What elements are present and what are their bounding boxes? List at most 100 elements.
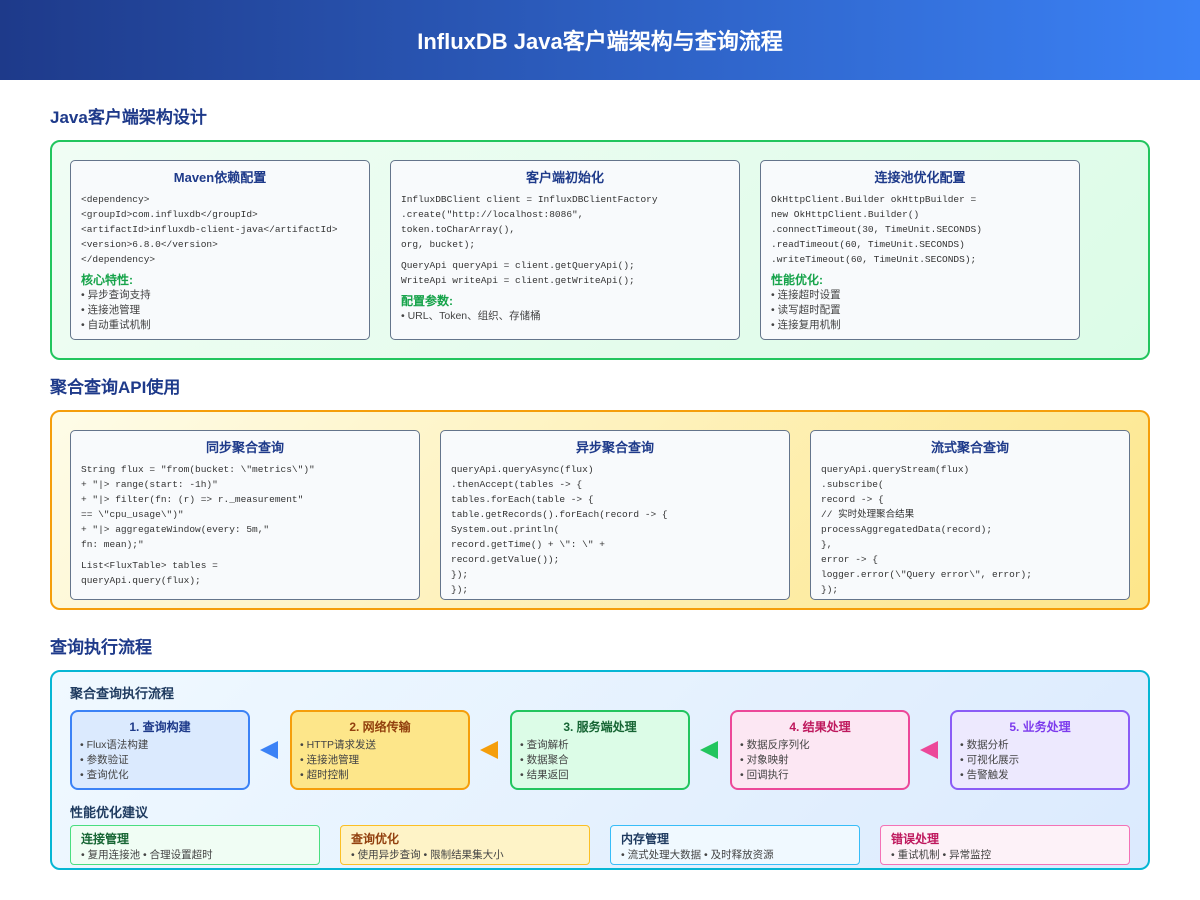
card-title: 同步聚合查询 bbox=[205, 440, 284, 455]
tip-text: • 复用连接池 • 合理设置超时 bbox=[81, 849, 213, 861]
bullet-item: • 查询优化 bbox=[80, 769, 129, 781]
code-line: queryApi.query(flux); bbox=[81, 575, 201, 586]
bullet-item: • 超时控制 bbox=[300, 769, 349, 781]
bullet-item: • 告警触发 bbox=[960, 769, 1009, 781]
arch_cards-card: 连接池优化配置 OkHttpClient.Builder okHttpBuilde… bbox=[760, 160, 1080, 340]
code-line: record.getValue()); bbox=[451, 554, 560, 565]
code-line: .thenAccept(tables -> { bbox=[451, 479, 583, 490]
flow-step-title: 1. 查询构建 bbox=[129, 720, 191, 734]
code-line: logger.error(\"Query error\", error); bbox=[821, 569, 1032, 580]
tip-card: 查询优化 • 使用异步查询 • 限制结果集大小 bbox=[340, 825, 590, 865]
code-line: <artifactId>influxdb-client-java</artifa… bbox=[81, 224, 338, 235]
code-line: InfluxDBClient client = InfluxDBClientFa… bbox=[401, 194, 658, 205]
code-line: .subscribe( bbox=[821, 479, 884, 490]
bullet-item: • URL、Token、组织、存储桶 bbox=[401, 310, 541, 322]
code-line: + "|> aggregateWindow(every: 5m," bbox=[81, 524, 270, 535]
code-line: .connectTimeout(30, TimeUnit.SECONDS) bbox=[771, 224, 982, 235]
code-line: == \"cpu_usage\")" bbox=[81, 509, 184, 520]
code-line: // 实时处理聚合结果 bbox=[821, 509, 915, 520]
tip-title: 内存管理 bbox=[621, 832, 670, 846]
section-title-flow: 查询执行流程 bbox=[50, 638, 152, 657]
code-line: String flux = "from(bucket: \"metrics\")… bbox=[81, 464, 315, 475]
code-line: WriteApi writeApi = client.getWriteApi()… bbox=[401, 275, 635, 286]
arch_cards-card: Maven依赖配置 <dependency> <groupId>com.influx… bbox=[70, 160, 370, 340]
code-line: queryApi.queryStream(flux) bbox=[821, 464, 970, 475]
bullet-item: • 数据分析 bbox=[960, 739, 1009, 751]
code-line: }); bbox=[451, 569, 469, 580]
card-title: 连接池优化配置 bbox=[874, 170, 966, 185]
bullet-item: • 对象映射 bbox=[740, 754, 789, 766]
bullet-item: • 连接超时设置 bbox=[771, 289, 841, 301]
card-subtitle: 核心特性: bbox=[81, 273, 133, 287]
code-line: + "|> filter(fn: (r) => r._measurement" bbox=[81, 494, 304, 505]
card-subtitle: 配置参数: bbox=[401, 294, 453, 308]
code-line: + "|> range(start: -1h)" bbox=[81, 479, 218, 490]
flow-step-title: 2. 网络传输 bbox=[349, 720, 411, 734]
tip-title: 查询优化 bbox=[351, 832, 400, 846]
flow-step-title: 5. 业务处理 bbox=[1009, 720, 1071, 734]
code-line: tables.forEach(table -> { bbox=[451, 494, 594, 505]
code-line: error -> { bbox=[821, 554, 879, 565]
flow-subtitle: 聚合查询执行流程 bbox=[70, 686, 175, 701]
bullet-item: • HTTP请求发送 bbox=[300, 739, 377, 751]
bullet-item: • 参数验证 bbox=[80, 754, 129, 766]
card-subtitle: 性能优化: bbox=[771, 273, 823, 287]
tip-card: 连接管理• 复用连接池 • 合理设置超时 bbox=[70, 825, 320, 865]
arch_cards-card: 客户端初始化 InfluxDBClient client = InfluxDBCl… bbox=[390, 160, 740, 340]
bullet-item: • 连接复用机制 bbox=[771, 319, 841, 331]
bullet-item: • 数据聚合 bbox=[520, 754, 569, 766]
bullet-item: • 查询解析 bbox=[520, 739, 569, 751]
code-line: </dependency> bbox=[81, 254, 156, 265]
code-line: List<FluxTable> tables = bbox=[81, 560, 218, 571]
code-line: <groupId>com.influxdb</groupId> bbox=[81, 209, 258, 220]
code-line: QueryApi queryApi = client.getQueryApi()… bbox=[401, 260, 635, 271]
perf-subtitle: 性能优化建议 bbox=[70, 805, 149, 820]
flow-step: 4. 结果处理 • 数据反序列化 • 对象映射 • 回调执行 bbox=[730, 710, 910, 790]
code-line: processAggregatedData(record); bbox=[821, 524, 993, 535]
flow-step-title: 3. 服务端处理 bbox=[563, 720, 637, 734]
code-line: }); bbox=[451, 584, 469, 595]
card-title: 流式聚合查询 bbox=[930, 440, 1009, 455]
code-line: <dependency> bbox=[81, 194, 150, 205]
bullet-item: • 异步查询支持 bbox=[81, 289, 151, 301]
tip-text: • 重试机制 • 异常监控 bbox=[891, 849, 992, 861]
arrow-left-icon bbox=[920, 741, 938, 759]
section-title-architecture: Java客户端架构设计 bbox=[50, 108, 207, 127]
code-line: new OkHttpClient.Builder() bbox=[771, 209, 920, 220]
code-line: }, bbox=[821, 539, 833, 550]
code-line: System.out.println( bbox=[451, 524, 560, 535]
arrow-left-icon bbox=[480, 741, 498, 759]
flow-step: 1. 查询构建 • Flux语法构建 • 参数验证 • 查询优化 bbox=[70, 710, 250, 790]
bullet-item: • 连接池管理 bbox=[300, 754, 360, 766]
tip-text: • 使用异步查询 • 限制结果集大小 bbox=[351, 849, 504, 861]
code-line: .readTimeout(60, TimeUnit.SECONDS) bbox=[771, 239, 965, 250]
tip-title: 错误处理 bbox=[891, 832, 940, 846]
api_cards-card: 流式聚合查询 queryApi.queryStream(flux) .subscri… bbox=[810, 430, 1130, 600]
bullet-item: • Flux语法构建 bbox=[80, 739, 149, 751]
bullet-item: • 读写超时配置 bbox=[771, 304, 841, 316]
bullet-item: • 连接池管理 bbox=[81, 304, 141, 316]
arrow-left-icon bbox=[700, 741, 718, 759]
card-title: Maven依赖配置 bbox=[173, 170, 267, 185]
bullet-item: • 结果返回 bbox=[520, 769, 569, 781]
bullet-item: • 自动重试机制 bbox=[81, 319, 151, 331]
flow-step: 2. 网络传输 • HTTP请求发送 • 连接池管理 • 超时控制 bbox=[290, 710, 470, 790]
code-line: org, bucket); bbox=[401, 239, 476, 250]
bullet-item: • 回调执行 bbox=[740, 769, 789, 781]
code-line: table.getRecords().forEach(record -> { bbox=[451, 509, 668, 520]
code-line: .writeTimeout(60, TimeUnit.SECONDS); bbox=[771, 254, 977, 265]
card-title: 客户端初始化 bbox=[525, 170, 604, 185]
page-title: InfluxDB Java客户端架构与查询流程 bbox=[0, 0, 1200, 80]
code-line: OkHttpClient.Builder okHttpBuilder = bbox=[771, 194, 977, 205]
arrow-left-icon bbox=[260, 741, 278, 759]
code-line: <version>6.8.0</version> bbox=[81, 239, 218, 250]
code-line: queryApi.queryAsync(flux) bbox=[451, 464, 594, 475]
flow-step-title: 4. 结果处理 bbox=[789, 720, 851, 734]
flow-step: 5. 业务处理• 数据分析• 可视化展示• 告警触发 bbox=[950, 710, 1130, 790]
code-line: fn: mean);" bbox=[81, 539, 144, 550]
api_cards-card: 同步聚合查询 String flux = "from(bucket: \"metr… bbox=[70, 430, 420, 600]
bullet-item: • 数据反序列化 bbox=[740, 739, 810, 751]
code-line: .create("http://localhost:8086", bbox=[401, 209, 584, 220]
code-line: token.toCharArray(), bbox=[401, 224, 516, 235]
code-line: }); bbox=[821, 584, 839, 595]
